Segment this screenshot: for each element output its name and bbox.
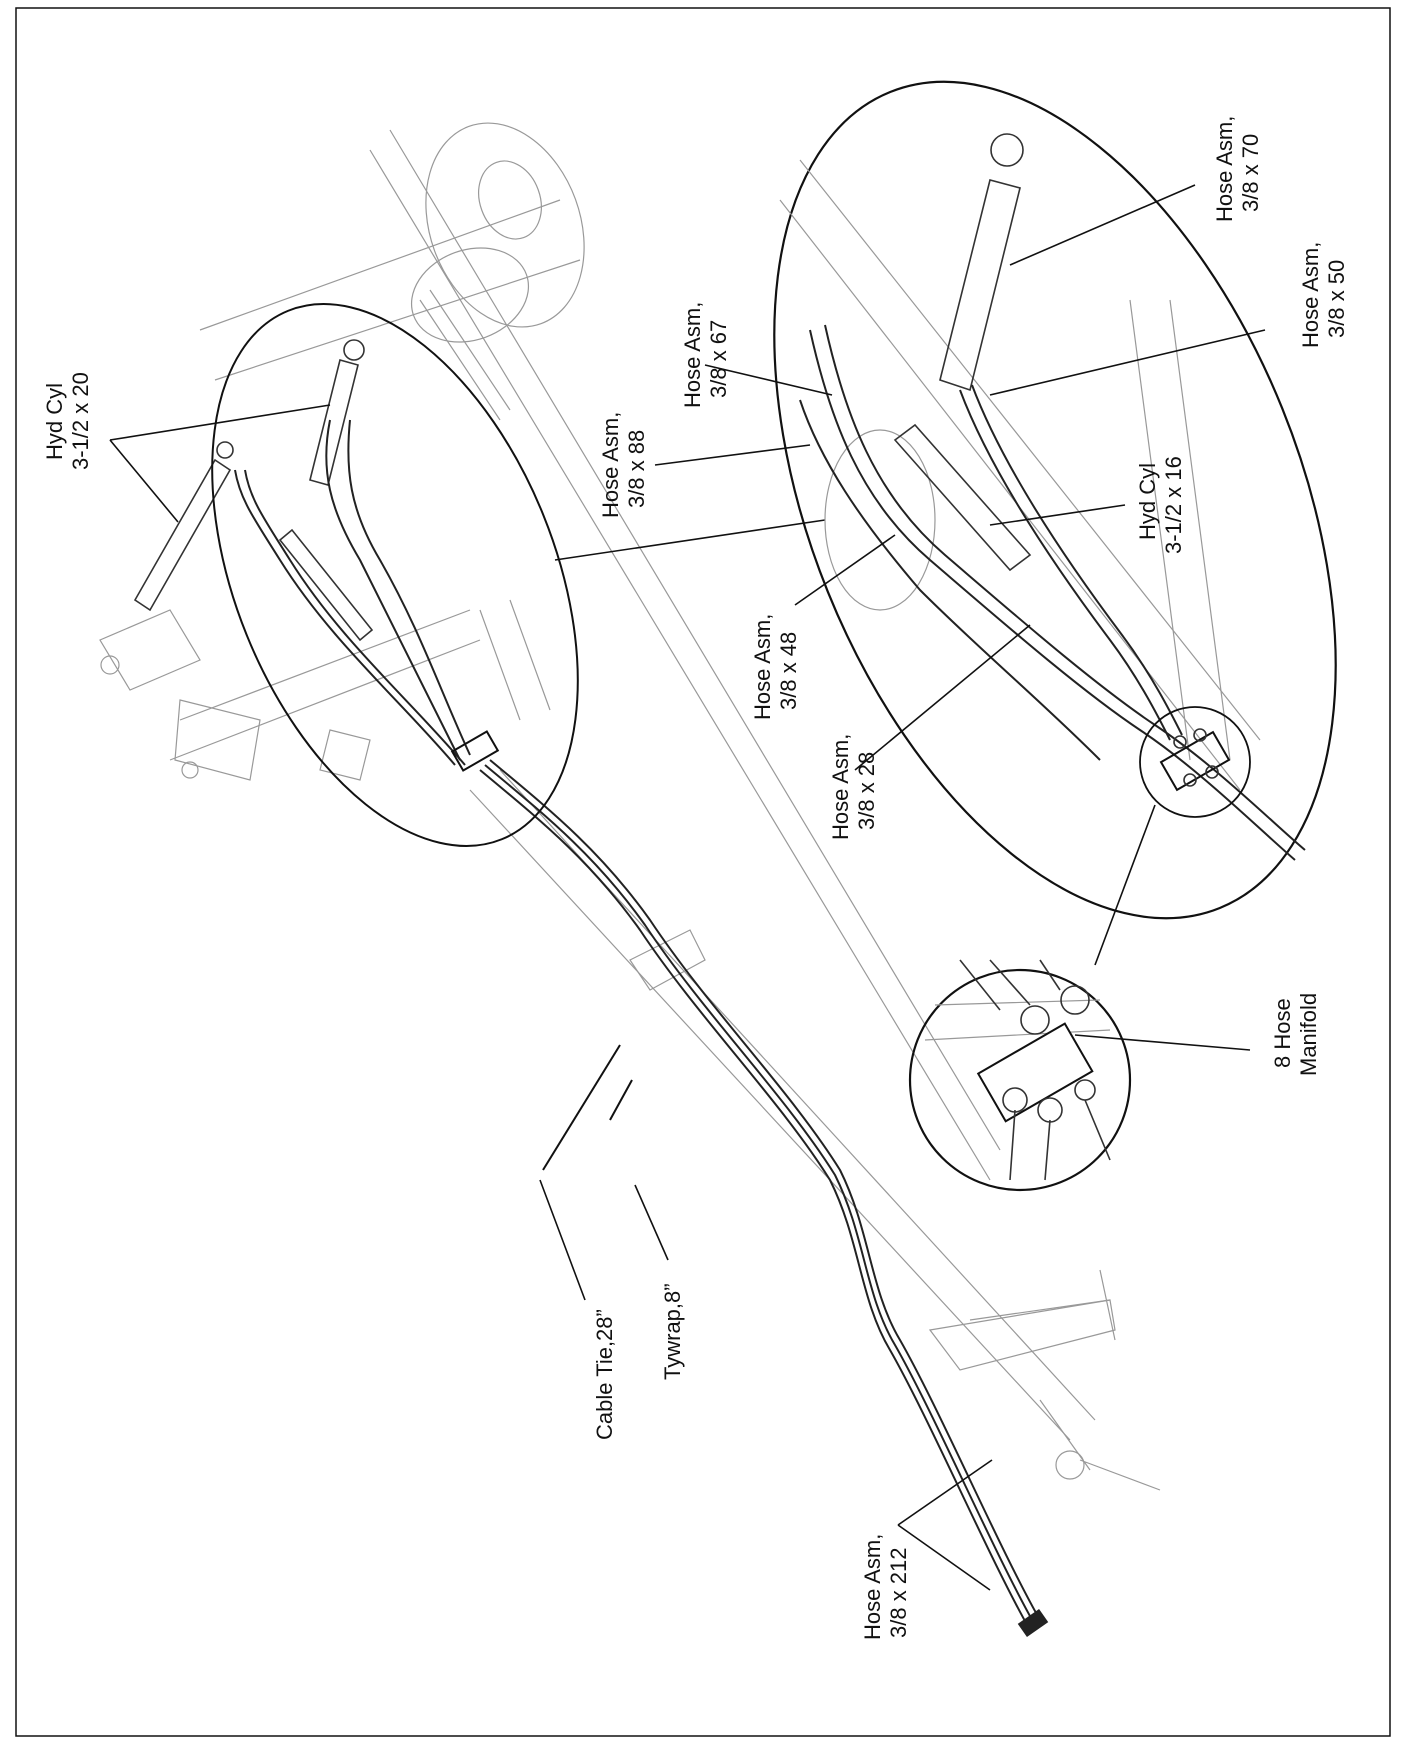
cylinder-left: [133, 458, 232, 612]
cable-tie-part: [542, 1044, 621, 1171]
label-line-2: Manifold: [1296, 993, 1321, 1076]
label-tywrap: Tywrap,8”: [660, 1283, 685, 1380]
label-line-2: 3-1/2 x 16: [1161, 456, 1186, 554]
zoom-manifold: [1159, 730, 1231, 792]
label-line-1: Hose Asm,: [680, 302, 705, 408]
label-hyd-cyl-20: Hyd Cyl 3-1/2 x 20: [42, 372, 93, 470]
rear-wheel-hub: [478, 160, 542, 240]
manifold-closeup-drawing: [924, 959, 1111, 1181]
label-hose-28: Hose Asm, 3/8 x 28: [828, 734, 879, 840]
label-line-1: Hose Asm,: [750, 614, 775, 720]
detail-connector: [554, 519, 826, 561]
hose-end-fittings: [1017, 1608, 1049, 1638]
cylinder-center: [278, 528, 374, 642]
label-text: Tywrap,8”: [660, 1283, 685, 1380]
label-cable-tie: Cable Tie,28”: [592, 1309, 617, 1440]
label-line-1: Hose Asm,: [1212, 116, 1237, 222]
jack-stand: [969, 1269, 1116, 1341]
hitch: [928, 1299, 1161, 1491]
label-line-1: Hose Asm,: [1298, 242, 1323, 348]
label-hose-212: Hose Asm, 3/8 x 212: [860, 1534, 911, 1640]
label-line-1: Hyd Cyl: [42, 383, 67, 460]
label-line-1: Hose Asm,: [598, 412, 623, 518]
label-line-2: 3/8 x 50: [1324, 260, 1349, 338]
label-line-2: 3/8 x 212: [886, 1547, 911, 1638]
label-hose-67: Hose Asm, 3/8 x 67: [680, 302, 731, 408]
label-line-2: 3/8 x 88: [624, 430, 649, 508]
cylinder-right: [309, 359, 359, 486]
label-line-1: Hyd Cyl: [1135, 463, 1160, 540]
manifold-highlight-circle: [1139, 706, 1251, 818]
label-line-2: 3/8 x 70: [1238, 134, 1263, 212]
label-hose-70: Hose Asm, 3/8 x 70: [1212, 116, 1263, 222]
label-line-2: 3/8 x 67: [706, 320, 731, 398]
machine-drawing: [99, 122, 1161, 1491]
detail-circle-main: [211, 303, 579, 847]
page-border: [15, 7, 1391, 1737]
label-hose-50: Hose Asm, 3/8 x 50: [1298, 242, 1349, 348]
main-view-cylinders: [133, 339, 374, 642]
tywrap-part: [609, 1079, 633, 1121]
manifold-closeup-circle: [908, 968, 1132, 1192]
hose-bundle-main: [479, 769, 1031, 1631]
rear-wheel: [425, 122, 585, 328]
label-hose-48: Hose Asm, 3/8 x 48: [750, 614, 801, 720]
zoom-cylinder-middle: [893, 423, 1032, 572]
label-hose-88: Hose Asm, 3/8 x 88: [598, 412, 649, 518]
zoom-cylinder-top: [939, 179, 1021, 392]
label-line-2: 3/8 x 28: [854, 752, 879, 830]
label-text: Cable Tie,28”: [592, 1309, 617, 1440]
label-line-1: 8 Hose: [1270, 998, 1295, 1068]
label-line-2: 3/8 x 48: [776, 632, 801, 710]
label-line-1: Hose Asm,: [828, 734, 853, 840]
label-hyd-cyl-16: Hyd Cyl 3-1/2 x 16: [1135, 456, 1186, 554]
manifold-main: [450, 730, 500, 772]
label-line-2: 3-1/2 x 20: [68, 372, 93, 470]
detail-circle-zoom: [773, 80, 1337, 920]
label-line-1: Hose Asm,: [860, 1534, 885, 1640]
label-manifold: 8 Hose Manifold: [1270, 993, 1321, 1076]
zoom-drawing: [779, 133, 1306, 861]
leader-lines: [109, 184, 1266, 1591]
main-hoses: [234, 419, 1049, 1638]
